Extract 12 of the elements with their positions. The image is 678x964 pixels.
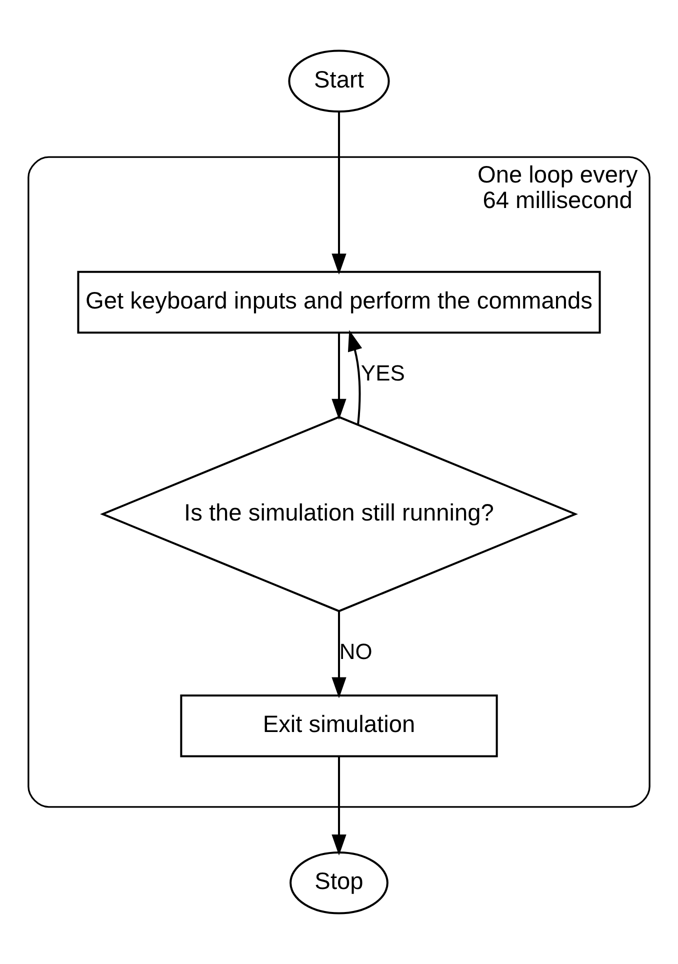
edge-label: YES xyxy=(360,360,405,386)
arrow xyxy=(332,756,346,856)
node-box: Get keyboard inputs and perform the commands xyxy=(77,270,601,334)
arrow xyxy=(332,112,346,275)
arrow xyxy=(332,332,346,420)
node-ellipse: Stop xyxy=(290,851,388,914)
edge-label: NO xyxy=(339,639,372,664)
arrow xyxy=(348,330,362,425)
node-box: Exit simulation xyxy=(180,694,498,758)
node-ellipse: Start xyxy=(288,50,390,113)
arrow xyxy=(332,611,346,698)
node-diamond: Is the simulation still running? xyxy=(100,416,578,612)
